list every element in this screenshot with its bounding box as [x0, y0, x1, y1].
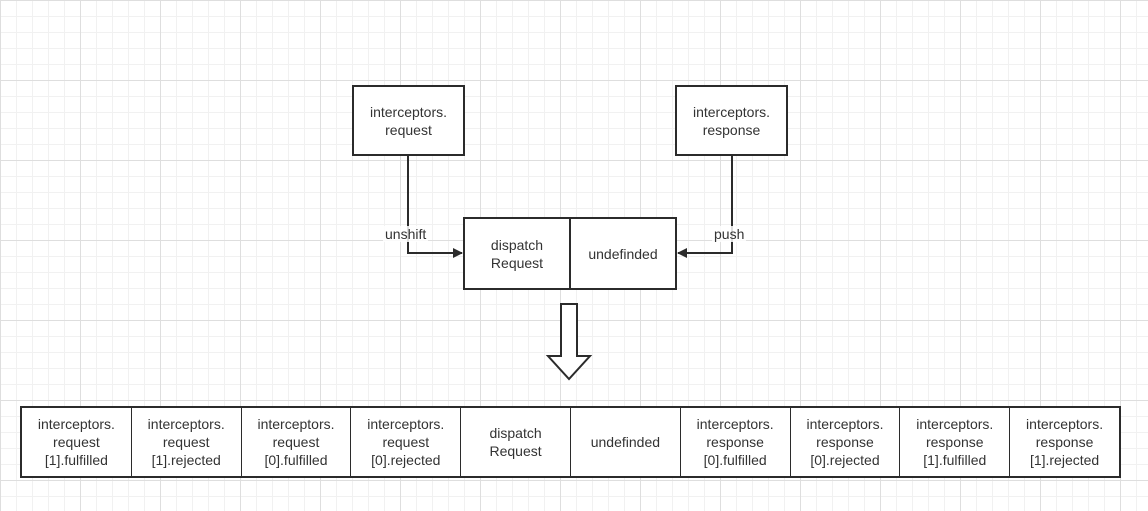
chain-cell-label: interceptors. response [0].rejected	[806, 416, 884, 468]
chain-cell-response-0-rejected: interceptors. response [0].rejected	[789, 408, 900, 476]
interceptors-response-label: interceptors. response	[692, 103, 771, 138]
chain-cell-label: dispatch Request	[489, 425, 542, 459]
chain-cell-request-1-fulfilled: interceptors. request [1].fulfilled	[22, 408, 131, 476]
chain-cell-label: interceptors. request [1].rejected	[147, 416, 225, 468]
chain-cell-response-1-fulfilled: interceptors. response [1].fulfilled	[899, 408, 1009, 476]
push-label: push	[712, 226, 747, 242]
chain-cell-request-0-fulfilled: interceptors. request [0].fulfilled	[240, 408, 351, 476]
unshift-label: unshift	[383, 226, 429, 242]
chain-cell-label: interceptors. response [0].fulfilled	[696, 416, 774, 468]
interceptors-request-box: interceptors. request	[352, 85, 465, 156]
chain-cell-request-1-rejected: interceptors. request [1].rejected	[130, 408, 241, 476]
chain-cell-label: interceptors. request [0].fulfilled	[257, 416, 335, 468]
chain-cell-request-0-rejected: interceptors. request [0].rejected	[350, 408, 460, 476]
chain-cell-label: interceptors. request [1].fulfilled	[37, 416, 115, 468]
down-arrow-icon	[545, 303, 593, 381]
chain-cell-label: interceptors. response [1].fulfilled	[916, 416, 994, 468]
chain-cell-response-0-fulfilled: interceptors. response [0].fulfilled	[679, 408, 790, 476]
interceptors-request-label: interceptors. request	[369, 103, 448, 138]
interceptors-response-box: interceptors. response	[675, 85, 788, 156]
undefinded-box: undefinded	[569, 217, 677, 290]
chain-cell-undefinded: undefinded	[569, 408, 680, 476]
undefinded-label: undefinded	[588, 245, 658, 262]
chain-cell-label: interceptors. response [1].rejected	[1026, 416, 1104, 468]
unshift-connector	[407, 156, 463, 258]
push-connector	[677, 156, 733, 258]
chain-cell-label: undefinded	[590, 434, 661, 450]
chain-cell-dispatch-request: dispatch Request	[460, 408, 570, 476]
chain-cell-response-1-rejected: interceptors. response [1].rejected	[1009, 408, 1119, 476]
dispatch-request-label: dispatch Request	[490, 236, 544, 271]
chain-cell-label: interceptors. request [0].rejected	[367, 416, 445, 468]
dispatch-request-box: dispatch Request	[463, 217, 571, 290]
interceptor-chain-row: interceptors. request [1].fulfilled inte…	[20, 406, 1121, 478]
